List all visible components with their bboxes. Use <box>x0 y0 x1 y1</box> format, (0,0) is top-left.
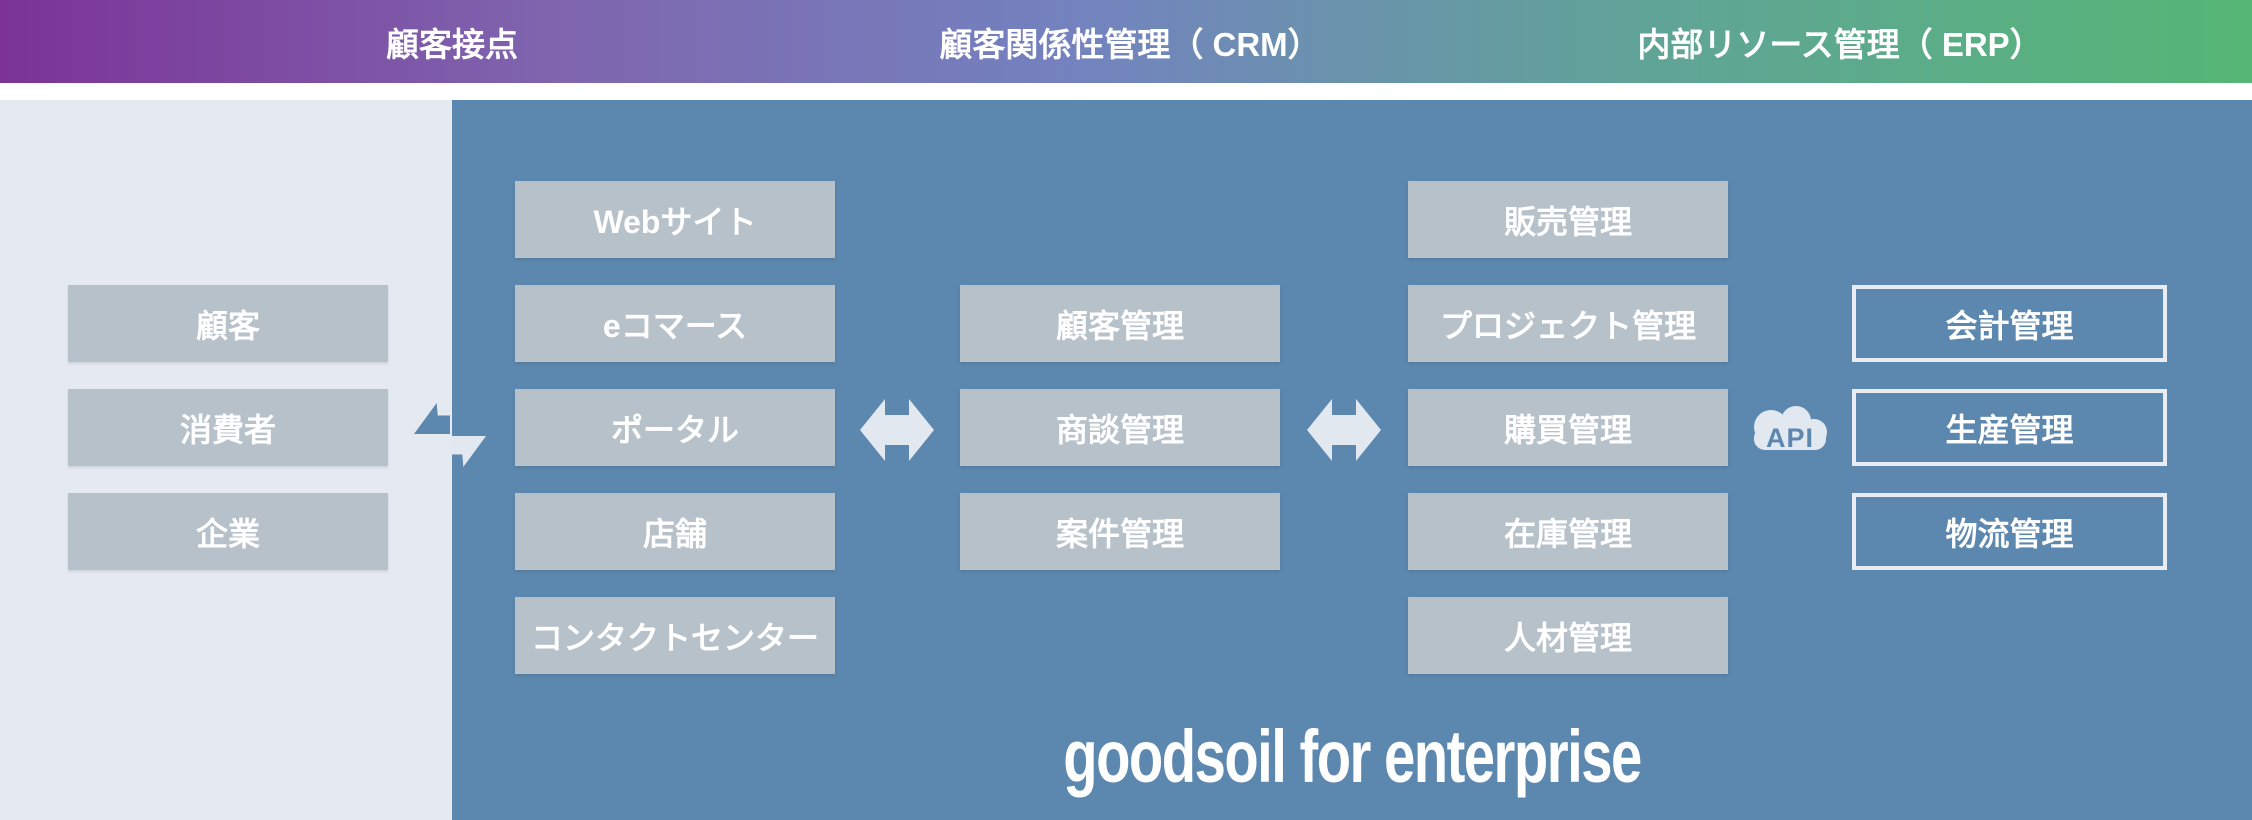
inventory-mgmt-box: 在庫管理 <box>1408 493 1728 570</box>
portal-box: ポータル <box>515 389 835 466</box>
header-bar: 顧客接点 顧客関係性管理（ CRM） 内部リソース管理（ ERP） <box>0 0 2252 83</box>
header-customer-touchpoint-label: 顧客接点 <box>386 25 518 63</box>
case-mgmt-box: 案件管理 <box>960 493 1280 570</box>
logistics-mgmt-box: 物流管理 <box>1852 493 2167 570</box>
api-label: API <box>1766 423 1814 453</box>
header-erp-label: 内部リソース管理（ ERP） <box>1637 25 2043 63</box>
store-box: 店舗 <box>515 493 835 570</box>
project-mgmt-box: プロジェクト管理 <box>1408 285 1728 362</box>
website-box: Webサイト <box>515 181 835 258</box>
header-crm-label: 顧客関係性管理（ CRM） <box>939 25 1321 63</box>
left-right-arrow-icon <box>1307 399 1381 461</box>
contact-center-box: コンタクトセンター <box>515 597 835 674</box>
purchasing-mgmt-box: 購買管理 <box>1408 389 1728 466</box>
hr-mgmt-box: 人材管理 <box>1408 597 1728 674</box>
accounting-mgmt-box: 会計管理 <box>1852 285 2167 362</box>
goodsoil-wordmark: goodsoil for enterprise <box>1063 715 1642 798</box>
ecommerce-box: eコマース <box>515 285 835 362</box>
api-cloud-icon: API <box>1754 406 1827 453</box>
sales-mgmt-box: 販売管理 <box>1408 181 1728 258</box>
consumer-box: 消費者 <box>68 389 388 466</box>
swap-arrows-icon <box>414 403 486 467</box>
customer-box: 顧客 <box>68 285 388 362</box>
company-box: 企業 <box>68 493 388 570</box>
negotiation-mgmt-box: 商談管理 <box>960 389 1280 466</box>
left-right-arrow-icon <box>860 399 934 461</box>
production-mgmt-box: 生産管理 <box>1852 389 2167 466</box>
customer-mgmt-box: 顧客管理 <box>960 285 1280 362</box>
